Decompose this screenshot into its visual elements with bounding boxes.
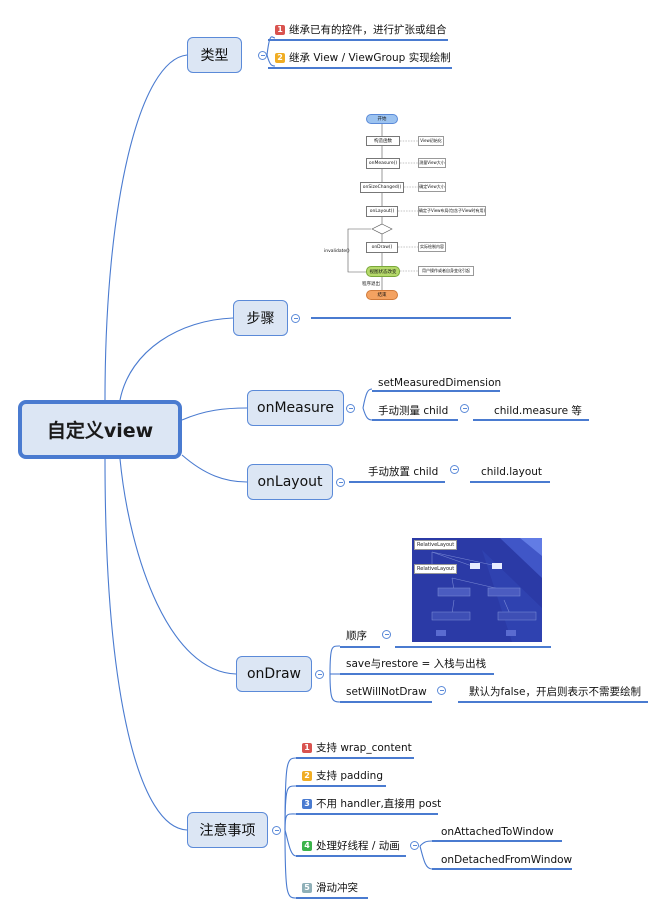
collapse-toggle-icon[interactable] <box>382 630 391 639</box>
number-badge: 3 <box>302 799 312 809</box>
ondraw-item-3-child: 默认为false，开启则表示不需要绘制 <box>469 686 641 698</box>
node-ondraw[interactable]: onDraw <box>236 656 312 692</box>
flowchart-step: onDraw() <box>366 242 398 253</box>
flowchart-note: View初始化 <box>418 136 444 146</box>
flowchart-step: 视图状态改变 <box>366 266 400 277</box>
underline <box>349 481 445 483</box>
node-types-label: 类型 <box>200 48 229 64</box>
collapse-toggle-icon[interactable] <box>272 826 281 835</box>
underline <box>432 868 572 870</box>
collapse-toggle-icon[interactable] <box>437 686 446 695</box>
number-badge: 2 <box>302 771 312 781</box>
ondraw-item-3: setWillNotDraw <box>346 686 427 698</box>
flowchart-note: 确定View大小 <box>418 182 446 192</box>
collapse-toggle-icon[interactable] <box>315 670 324 679</box>
lifecycle-flowchart: 开始 构造函数 onMeasure() onSizeChanged() onLa… <box>318 108 498 308</box>
collapse-toggle-icon[interactable] <box>346 404 355 413</box>
collapse-toggle-icon[interactable] <box>450 465 459 474</box>
onlayout-item-1-child: child.layout <box>481 466 543 478</box>
underline <box>296 785 386 787</box>
onmeasure-item-1: setMeasuredDimension <box>378 377 502 389</box>
underline <box>311 317 511 319</box>
ondraw-item-1: 顺序 <box>346 630 367 642</box>
view-hierarchy-image: RelativeLayout RelativeLayout <box>412 538 542 642</box>
flowchart-step: onSizeChanged() <box>360 182 404 193</box>
node-steps[interactable]: 步骤 <box>233 300 288 336</box>
flowchart-invalidate: invalidate() <box>324 249 350 254</box>
underline <box>340 646 380 648</box>
flowchart-step: onMeasure() <box>366 158 400 169</box>
collapse-toggle-icon[interactable] <box>336 478 345 487</box>
flowchart-note: 实际绘制内容 <box>418 242 446 252</box>
flowchart-step: 构造函数 <box>366 136 400 146</box>
image-label-top: RelativeLayout <box>414 540 458 550</box>
underline <box>432 840 562 842</box>
collapse-toggle-icon[interactable] <box>258 51 267 60</box>
thread-child-2: onDetachedFromWindow <box>441 854 573 866</box>
underline <box>296 813 438 815</box>
flowchart-end: 结束 <box>366 290 398 300</box>
underline <box>340 673 494 675</box>
node-onmeasure[interactable]: onMeasure <box>247 390 344 426</box>
node-onlayout[interactable]: onLayout <box>247 464 333 500</box>
node-notes-label: 注意事项 <box>199 823 256 839</box>
node-onmeasure-label: onMeasure <box>257 400 334 416</box>
node-ondraw-label: onDraw <box>246 666 301 682</box>
underline <box>458 701 648 703</box>
node-onlayout-label: onLayout <box>257 474 323 490</box>
underline <box>470 481 550 483</box>
number-badge: 1 <box>275 25 285 35</box>
view-hierarchy-graphic <box>431 538 542 642</box>
root-label: 自定义view <box>46 420 154 442</box>
number-badge: 1 <box>302 743 312 753</box>
flowchart-exit: 程序退出 <box>362 282 380 287</box>
underline <box>268 39 448 41</box>
number-badge: 2 <box>275 53 285 63</box>
collapse-toggle-icon[interactable] <box>291 314 300 323</box>
collapse-toggle-icon[interactable] <box>460 404 469 413</box>
number-badge: 5 <box>302 883 312 893</box>
node-notes[interactable]: 注意事项 <box>187 812 268 848</box>
onmeasure-item-2-child: child.measure 等 <box>494 405 582 417</box>
number-badge: 4 <box>302 841 312 851</box>
underline <box>340 701 432 703</box>
flowchart-note: 确定子View布局(包含子View时有用) <box>418 206 486 216</box>
onmeasure-item-2: 手动测量 child <box>378 405 449 417</box>
underline <box>473 419 589 421</box>
underline <box>296 855 406 857</box>
flowchart-start: 开始 <box>366 114 398 124</box>
underline <box>296 757 414 759</box>
onlayout-item-1: 手动放置 child <box>368 466 439 478</box>
node-types[interactable]: 类型 <box>187 37 242 73</box>
flowchart-note: 用户操作或者自身变化引起 <box>418 266 474 276</box>
ondraw-item-2: save与restore = 入栈与出栈 <box>346 658 487 670</box>
underline <box>372 390 500 392</box>
underline <box>296 897 368 899</box>
flowchart-step: onLayout() <box>366 206 398 217</box>
flowchart-note: 测量View大小 <box>418 158 446 168</box>
root-node[interactable]: 自定义view <box>18 400 182 459</box>
thread-child-1: onAttachedToWindow <box>441 826 554 838</box>
image-label-second: RelativeLayout <box>414 564 458 574</box>
node-steps-label: 步骤 <box>246 311 275 327</box>
underline <box>372 419 458 421</box>
underline <box>268 67 452 69</box>
collapse-toggle-icon[interactable] <box>410 841 419 850</box>
flowchart-lines <box>347 124 418 290</box>
underline <box>395 646 551 648</box>
